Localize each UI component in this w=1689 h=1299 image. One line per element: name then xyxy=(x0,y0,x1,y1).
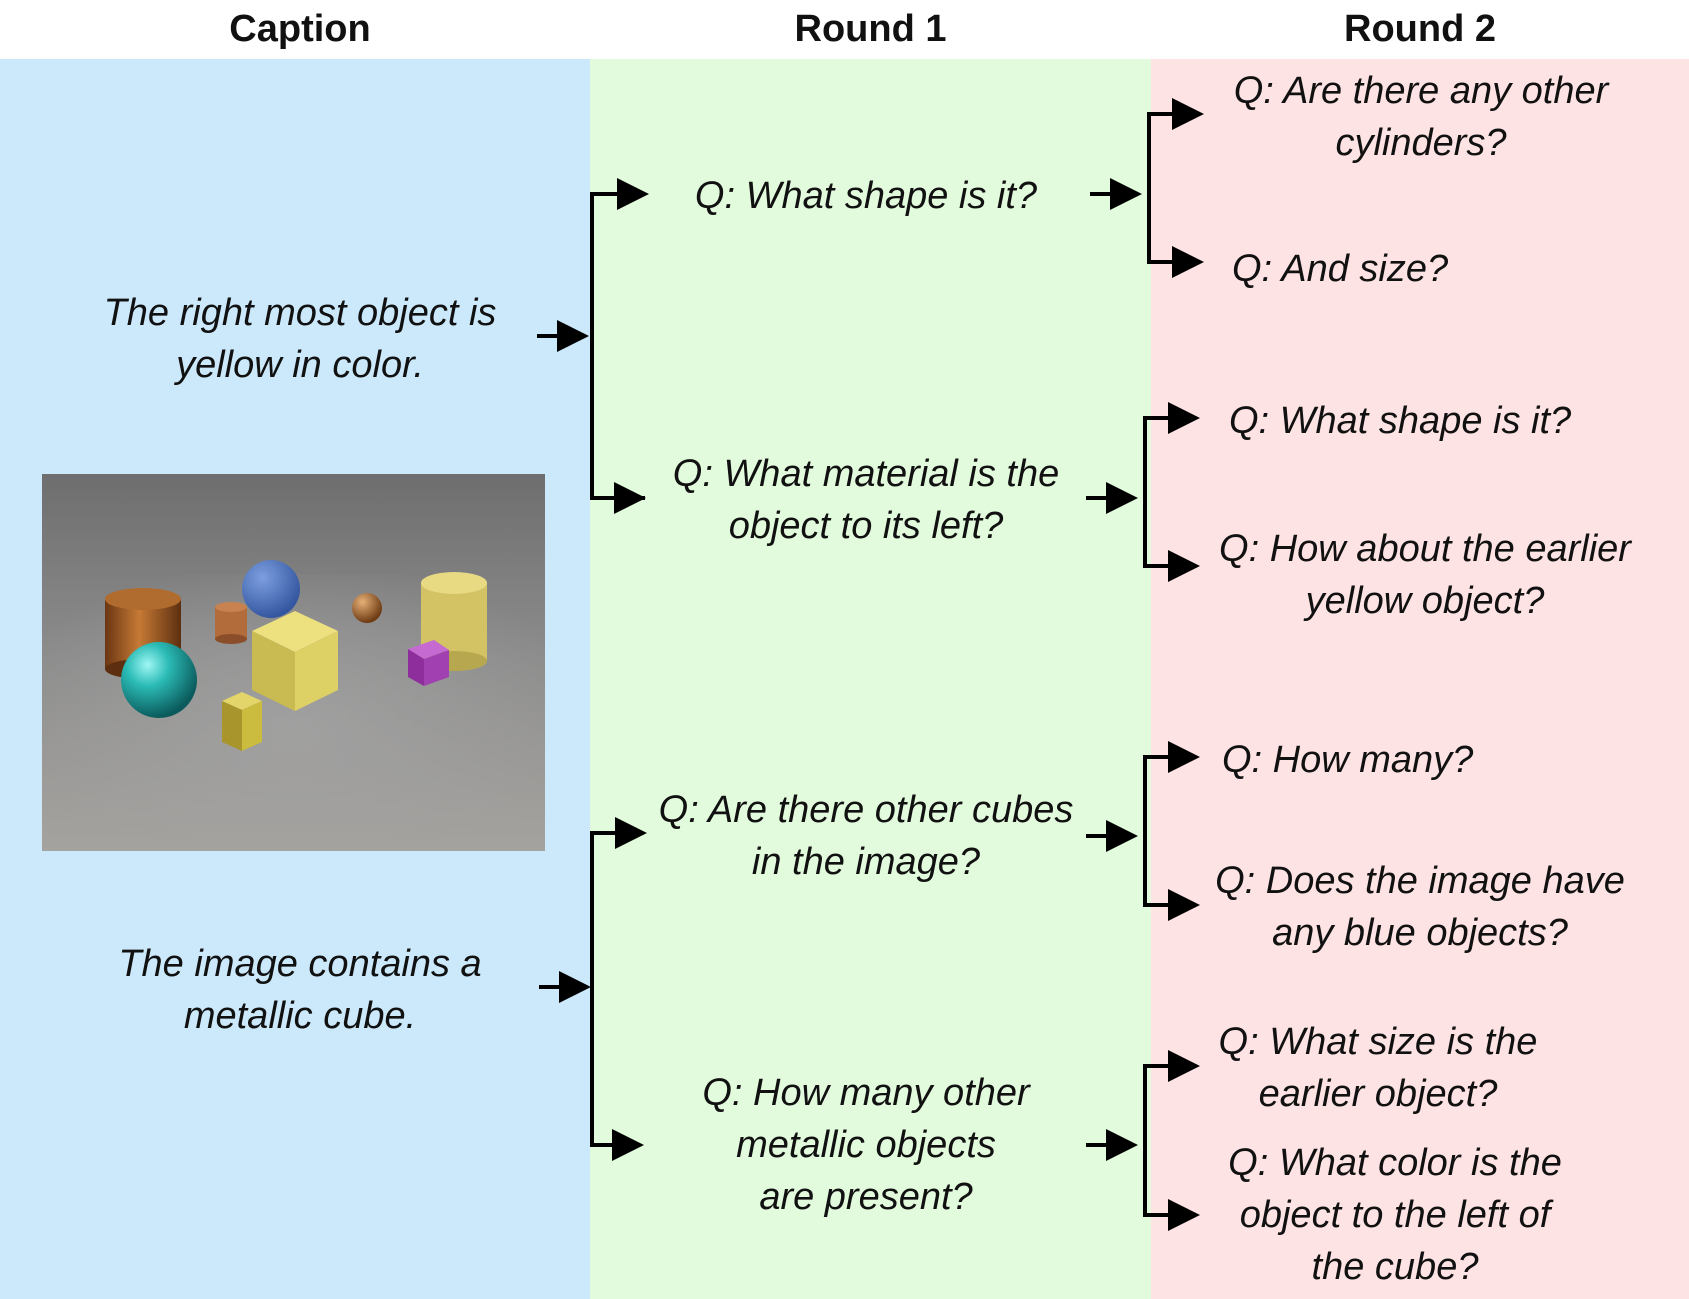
round2-question-line: the cube? xyxy=(1311,1246,1479,1288)
round1-question-line: Q: How many other xyxy=(702,1072,1030,1114)
round2-question-1: Q: Are there any other cylinders? xyxy=(1234,65,1609,169)
blue-sphere xyxy=(242,560,300,618)
round1-question-line: in the image? xyxy=(751,841,981,883)
purple-cube xyxy=(408,640,449,686)
round-1-column xyxy=(590,59,1151,1299)
round2-question-line: cylinders? xyxy=(1335,122,1507,164)
caption-2-line: The image contains a xyxy=(118,943,482,985)
gold-metal-cube xyxy=(222,692,262,751)
round2-question-line: Q: What size is the xyxy=(1218,1021,1538,1063)
round1-question-line: Q: What material is the xyxy=(672,453,1060,495)
round2-question-7: Q: What size is the earlier object? xyxy=(1219,1016,1538,1120)
caption-1: The right most object is yellow in color… xyxy=(104,287,497,391)
round1-question-line: Q: What shape is it? xyxy=(694,175,1038,217)
round2-question-line: object to the left of xyxy=(1239,1194,1551,1236)
round2-question-line: Q: What color is the xyxy=(1228,1142,1562,1184)
round2-question-line: Q: How many? xyxy=(1222,739,1474,781)
round2-question-line: Q: Are there any other xyxy=(1233,70,1609,112)
round1-question-line: metallic objects xyxy=(736,1124,996,1166)
round1-question-line: are present? xyxy=(759,1176,973,1218)
round2-question-line: earlier object? xyxy=(1258,1073,1498,1115)
round2-question-line: Q: And size? xyxy=(1232,248,1449,290)
caption-1-line: yellow in color. xyxy=(176,344,424,386)
round2-question-2: Q: And size? xyxy=(1232,243,1448,295)
small-brass-sphere xyxy=(352,593,382,623)
round2-question-8: Q: What color is the object to the left … xyxy=(1228,1137,1562,1293)
round1-question-line: object to its left? xyxy=(728,505,1004,547)
bracket-caption2 xyxy=(590,831,643,1147)
yellow-cube xyxy=(252,611,338,711)
round2-question-6: Q: Does the image have any blue objects? xyxy=(1215,855,1625,959)
bracket-r1q1 xyxy=(1147,112,1200,264)
clevr-scene-image xyxy=(42,474,545,851)
bracket-r1q3 xyxy=(1143,755,1196,907)
caption-2: The image contains a metallic cube. xyxy=(118,938,481,1042)
caption-2-line: metallic cube. xyxy=(183,995,417,1037)
round2-question-line: Q: Does the image have xyxy=(1215,860,1625,902)
round1-question-line: Q: Are there other cubes xyxy=(658,789,1074,831)
header-round-1: Round 1 xyxy=(794,8,947,50)
header-caption: Caption xyxy=(229,8,371,50)
small-brass-cylinder xyxy=(215,602,247,644)
round-2-column xyxy=(1151,59,1689,1299)
bracket-r1q2 xyxy=(1143,416,1196,568)
round1-question-3: Q: Are there other cubes in the image? xyxy=(659,784,1074,888)
round2-question-5: Q: How many? xyxy=(1222,734,1473,786)
caption-1-line: The right most object is xyxy=(103,292,497,334)
teal-metal-sphere xyxy=(121,642,197,718)
round2-question-4: Q: How about the earlier yellow object? xyxy=(1219,523,1631,627)
round2-question-line: Q: What shape is it? xyxy=(1229,400,1572,442)
round1-question-1: Q: What shape is it? xyxy=(695,170,1037,222)
round1-question-4: Q: How many other metallic objects are p… xyxy=(702,1067,1029,1223)
round2-question-line: any blue objects? xyxy=(1272,912,1568,954)
round2-question-line: yellow object? xyxy=(1305,580,1545,622)
round2-question-3: Q: What shape is it? xyxy=(1229,395,1571,447)
bracket-r1q4 xyxy=(1143,1064,1196,1217)
bracket-caption1 xyxy=(590,192,645,500)
header-round-2: Round 2 xyxy=(1344,8,1496,50)
round2-question-line: Q: How about the earlier xyxy=(1219,528,1631,570)
round1-question-2: Q: What material is the object to its le… xyxy=(673,448,1059,552)
